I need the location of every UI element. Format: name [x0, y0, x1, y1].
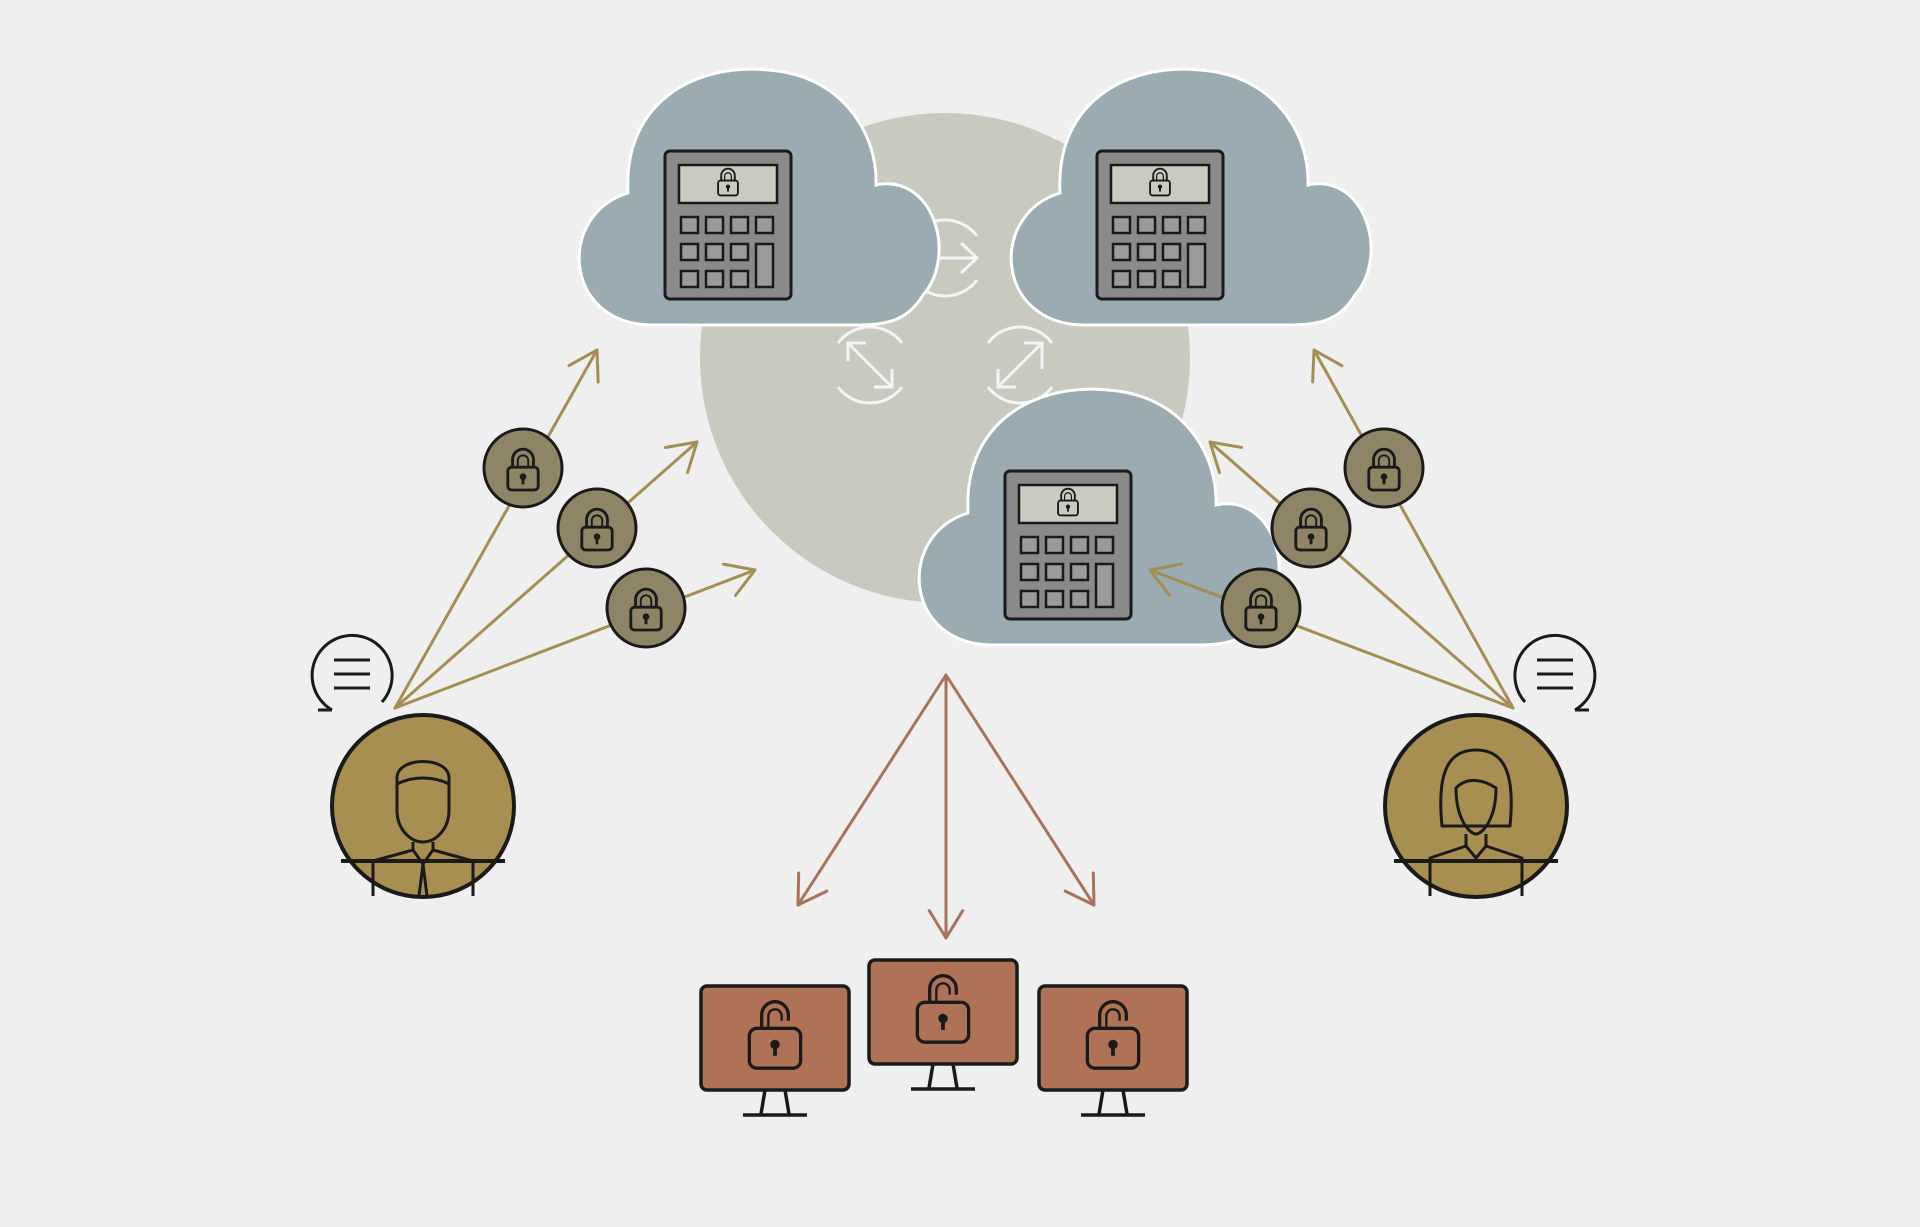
monitor-shape [1039, 986, 1187, 1115]
woman-avatar-icon [1428, 748, 1524, 896]
encrypted-input-lock-icon [1345, 429, 1423, 507]
calculator-icon [665, 151, 791, 299]
calculator-icon [1097, 151, 1223, 299]
encrypted-input-lock-icon [558, 489, 636, 567]
output-arrow [944, 673, 1096, 907]
input-arrow [393, 348, 600, 710]
lock-badge [1272, 489, 1350, 567]
lock-badge [558, 489, 636, 567]
lock-badge [1345, 429, 1423, 507]
encrypted-input-lock-icon [1222, 569, 1300, 647]
cloud-top-left [577, 67, 941, 327]
output-arrow [796, 673, 948, 907]
input-arrow [1208, 440, 1515, 710]
monitor-left [701, 986, 849, 1115]
unlocked-padlock-icon [1039, 986, 1187, 1115]
diagonal-arrow-icon [986, 325, 1054, 405]
lock-badge [1222, 569, 1300, 647]
input-arrow [393, 562, 757, 710]
man-avatar-icon [371, 760, 475, 897]
monitor-shape [701, 986, 849, 1115]
encrypted-input-lock-icon [607, 569, 685, 647]
output-arrow [927, 673, 965, 940]
diagonal-arrow-icon [836, 325, 904, 405]
calculator-body [1005, 471, 1131, 619]
message-lines-icon [1513, 633, 1597, 712]
message-lines-icon-shape [310, 633, 394, 712]
input-arrow [1311, 348, 1515, 710]
encrypted-input-lock-icon [1272, 489, 1350, 567]
monitor-center [869, 960, 1017, 1089]
cloud-top-right [1009, 67, 1373, 327]
unlocked-padlock-icon [701, 986, 849, 1115]
user-right [1383, 713, 1569, 899]
lock-badge [484, 429, 562, 507]
input-arrow [1148, 562, 1515, 710]
calculator-body [665, 151, 791, 299]
user-left [330, 713, 516, 899]
encrypted-input-lock-icon [484, 429, 562, 507]
monitor-right [1039, 986, 1187, 1115]
lock-badge [607, 569, 685, 647]
calculator-icon [1005, 471, 1131, 619]
calculator-body [1097, 151, 1223, 299]
monitor-shape [869, 960, 1017, 1089]
input-arrow [393, 440, 699, 710]
unlocked-padlock-icon [869, 960, 1017, 1089]
message-lines-icon [310, 633, 394, 712]
message-lines-icon-shape [1513, 633, 1597, 712]
